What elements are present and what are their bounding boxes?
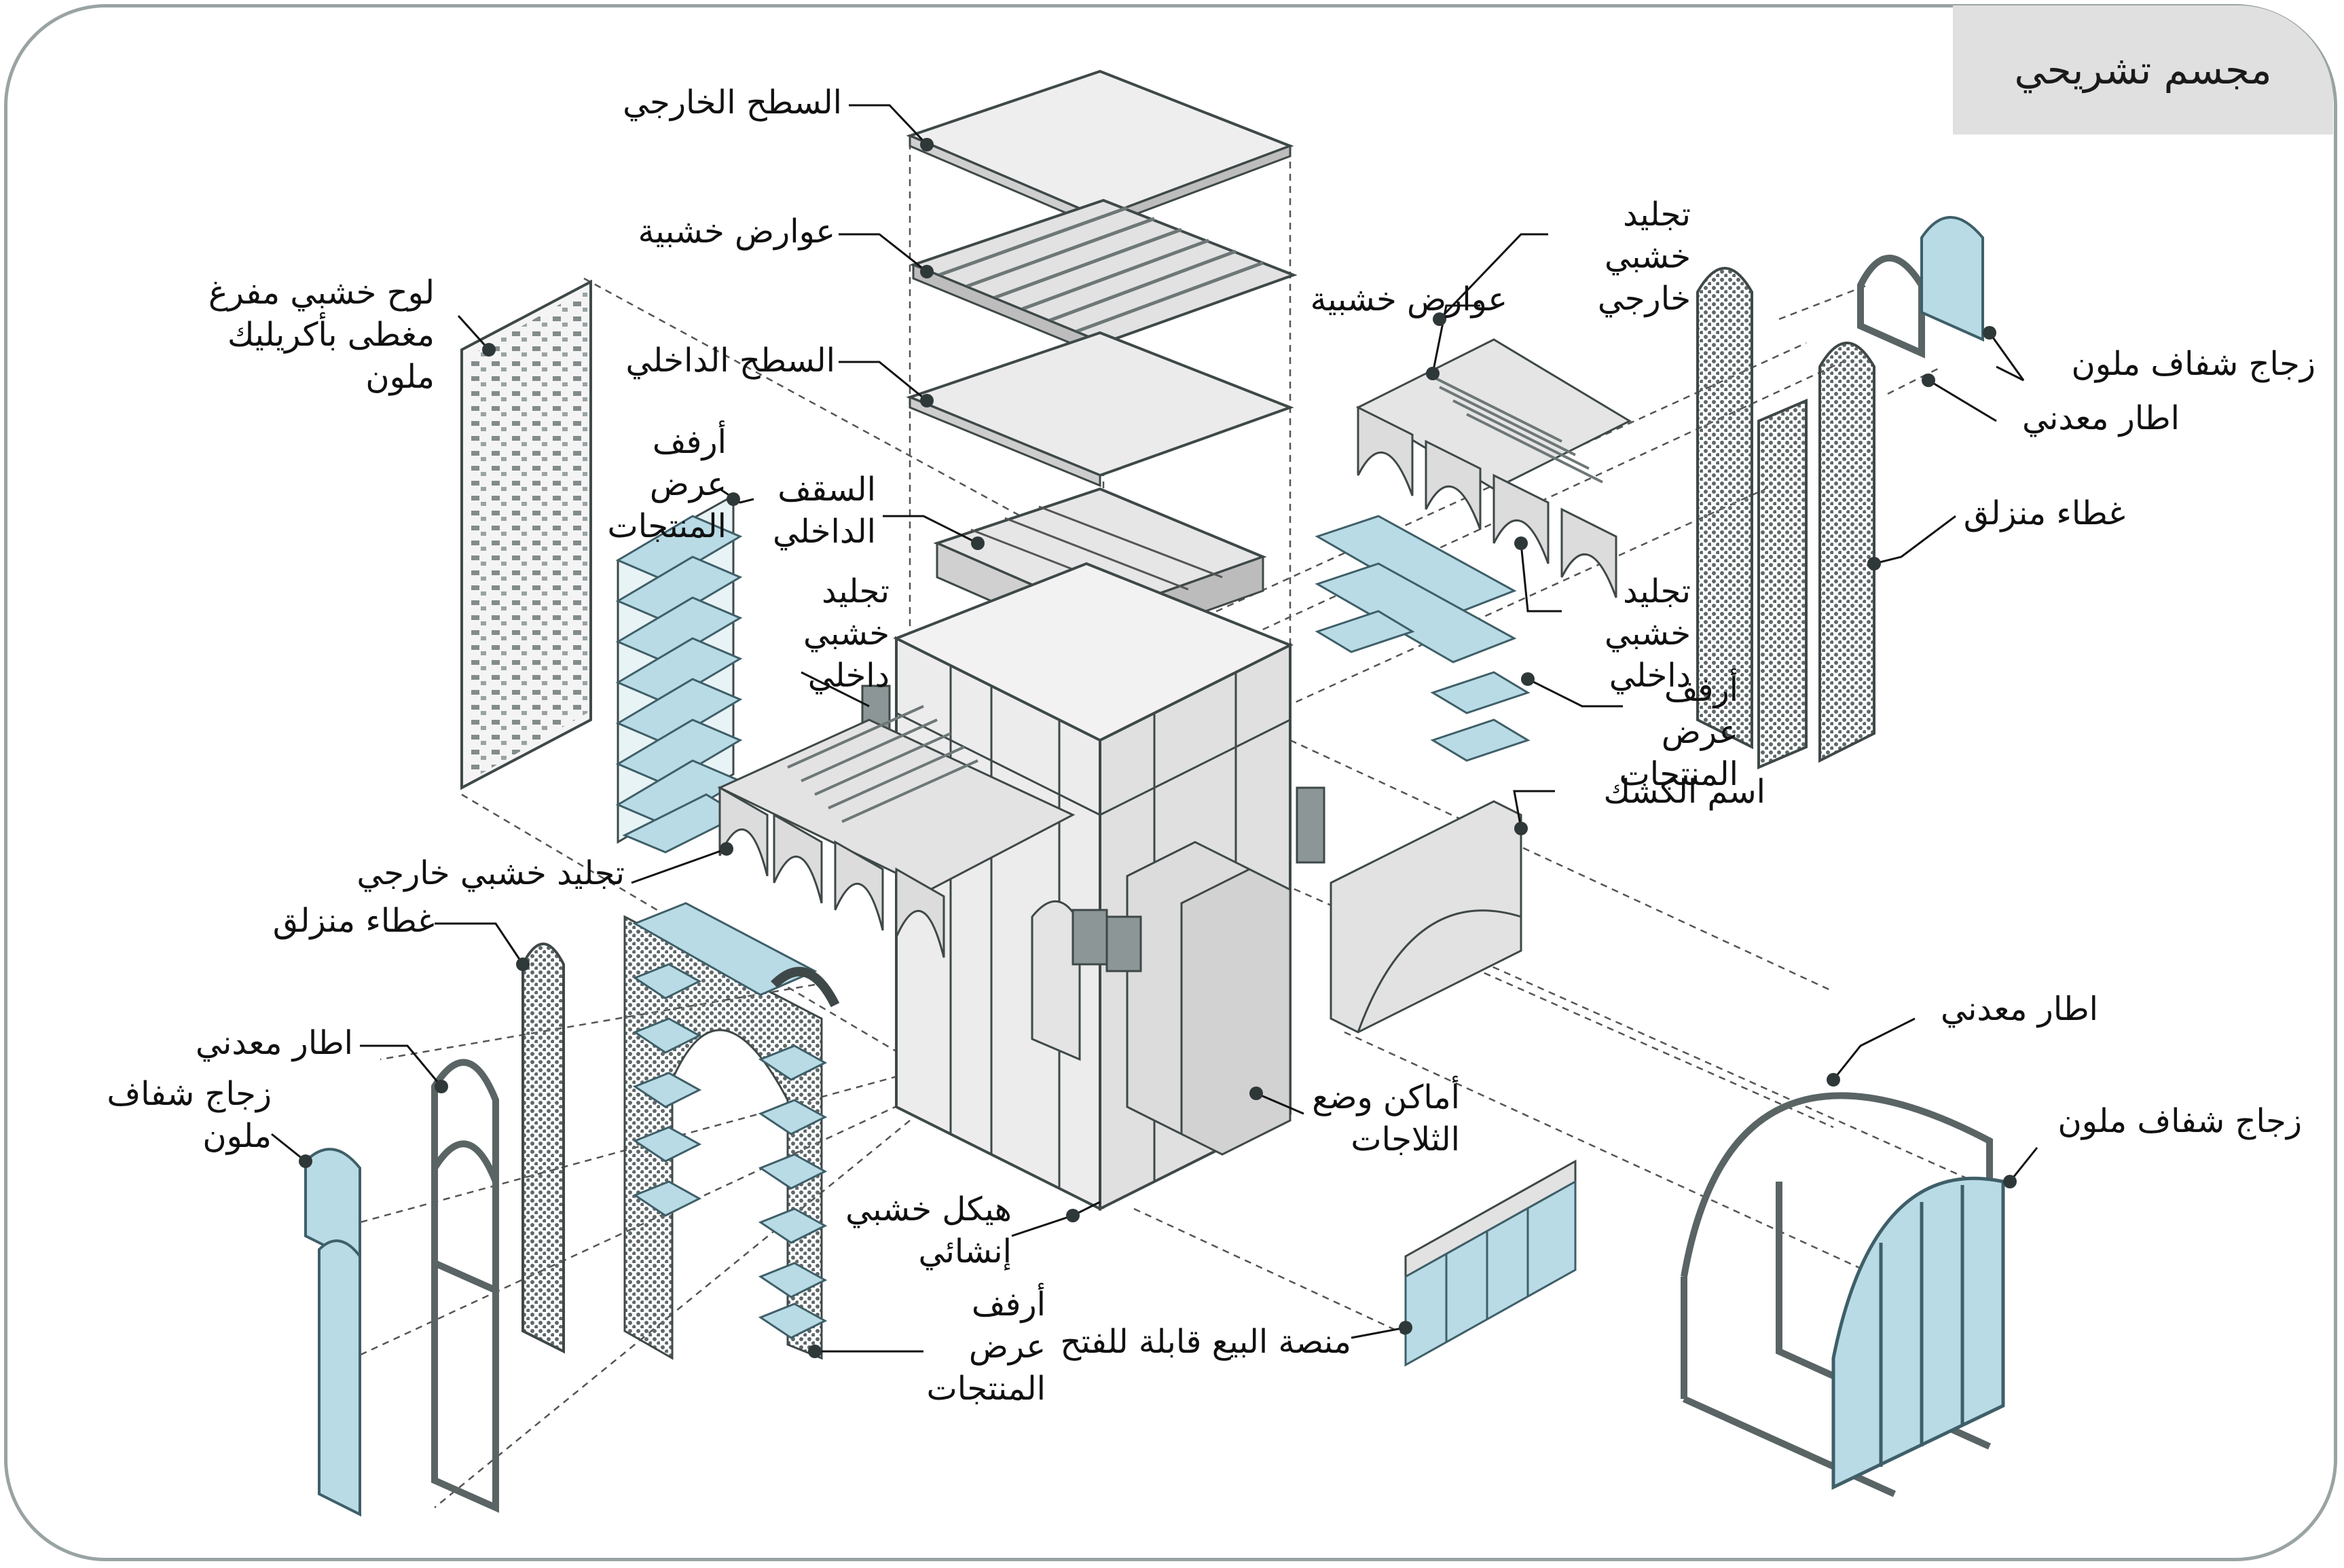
- colored-glass-top-right: [1920, 216, 1984, 342]
- display-shelves-left: [615, 494, 743, 854]
- leader-lines: [271, 104, 2038, 1353]
- label-outer-wood-cladding-left: تجليد خشبي خارجي: [356, 854, 625, 892]
- metal-frame-left: [431, 1059, 499, 1513]
- label-metal-frame-bottom-right: اطار معدني: [1940, 990, 2098, 1028]
- label-colored-glass-left: زجاج شفاف ملون: [107, 1075, 272, 1155]
- leader-dots: [299, 138, 2017, 1358]
- label-perforated-wood-panel: لوح خشبي مفرغ مغطى بأكريليك ملون: [208, 274, 435, 396]
- label-inner-ceiling: السقف الداخلي: [772, 471, 876, 551]
- label-inner-wood-cladding-left: تجليد خشبي داخلي: [803, 572, 890, 695]
- colored-glass-bottom-right: [1831, 1176, 2005, 1490]
- inner-roof: [906, 331, 1294, 477]
- label-colored-glass-top-right: زجاج شفاف ملون: [2071, 345, 2315, 383]
- label-wood-slats-top: عوارض خشبية: [638, 213, 835, 251]
- label-inner-roof: السطح الداخلي: [625, 342, 835, 380]
- label-display-shelves-bottom: أرفف عرض المنتجات: [926, 1286, 1046, 1408]
- label-kiosk-name: اسم الكشك: [1603, 773, 1766, 811]
- label-fridge-places: أماكن وضع الثلاجات: [1312, 1078, 1460, 1159]
- sliding-cover-right-1: [1696, 267, 1753, 750]
- label-sliding-cover-left: غطاء منزلق: [272, 902, 435, 940]
- colored-glass-left: [304, 1148, 361, 1517]
- display-shelves-bottom: [623, 902, 840, 1360]
- sales-counter: [1404, 1159, 1577, 1367]
- outer-roof: [906, 69, 1294, 219]
- metal-frame-top-right: [1857, 255, 1925, 359]
- label-wood-slats-right: عوارض خشبية: [1310, 280, 1507, 318]
- outer-wood-cladding-left: [717, 705, 1076, 958]
- label-structural-wood-frame: هيكل خشبي إنشائي: [845, 1190, 1012, 1271]
- inner-roof-edge: [909, 395, 1101, 488]
- label-outer-wood-cladding-right: تجليد خشبي خارجي: [1597, 196, 1691, 318]
- sliding-cover-right-3: [1818, 342, 1875, 763]
- title-box: مجسم تشريحي: [1953, 5, 2333, 134]
- fridge: [1180, 868, 1292, 1156]
- label-inner-wood-cladding-right: تجليد خشبي داخلي: [1605, 572, 1691, 695]
- display-shelves-right: [1315, 515, 1531, 762]
- sliding-cover-right-2: [1757, 398, 1808, 770]
- diagram-title: مجسم تشريحي: [2014, 47, 2272, 93]
- label-colored-glass-bottom-right: زجاج شفاف ملون: [2057, 1102, 2302, 1140]
- label-sliding-cover-right: غطاء منزلق: [1963, 494, 2125, 532]
- wood-slats-top: [909, 198, 1298, 359]
- sliding-cover-left: [521, 943, 565, 1354]
- rounded-border-frame: [4, 4, 2337, 1561]
- kiosk-name-block: [1330, 800, 1522, 1034]
- label-display-shelves-right: أرفف عرض المنتجات: [1619, 671, 1738, 793]
- wood-slats-right: [1355, 338, 1632, 598]
- label-metal-frame-left: اطار معدني: [195, 1024, 353, 1062]
- label-display-shelves-left-top: أرفف عرض المنتجات: [607, 423, 727, 545]
- label-metal-frame-top-right: اطار معدني: [2021, 399, 2180, 437]
- label-outer-roof: السطح الخارجي: [623, 84, 842, 122]
- label-sales-counter: منصة البيع قابلة للفتح: [1060, 1323, 1351, 1361]
